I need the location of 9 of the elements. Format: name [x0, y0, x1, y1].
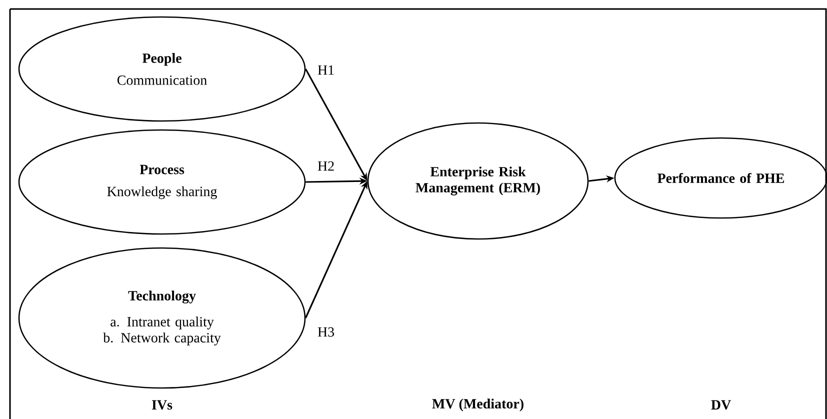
- column-label: DV: [711, 400, 731, 410]
- ellipse-node: People Communication: [18, 16, 306, 122]
- edge-label: H2: [316, 160, 336, 172]
- ellipse-node: Technology a. Intranet quality b. Network capacity: [18, 247, 306, 389]
- column-label: MV (Mediator): [432, 398, 524, 412]
- edge-label: H3: [316, 326, 336, 338]
- ellipse-node: Process Knowledge sharing: [18, 129, 306, 235]
- edge-label: H1: [316, 64, 336, 76]
- ellipse-node: Enterprise Risk Management (ERM): [367, 122, 589, 240]
